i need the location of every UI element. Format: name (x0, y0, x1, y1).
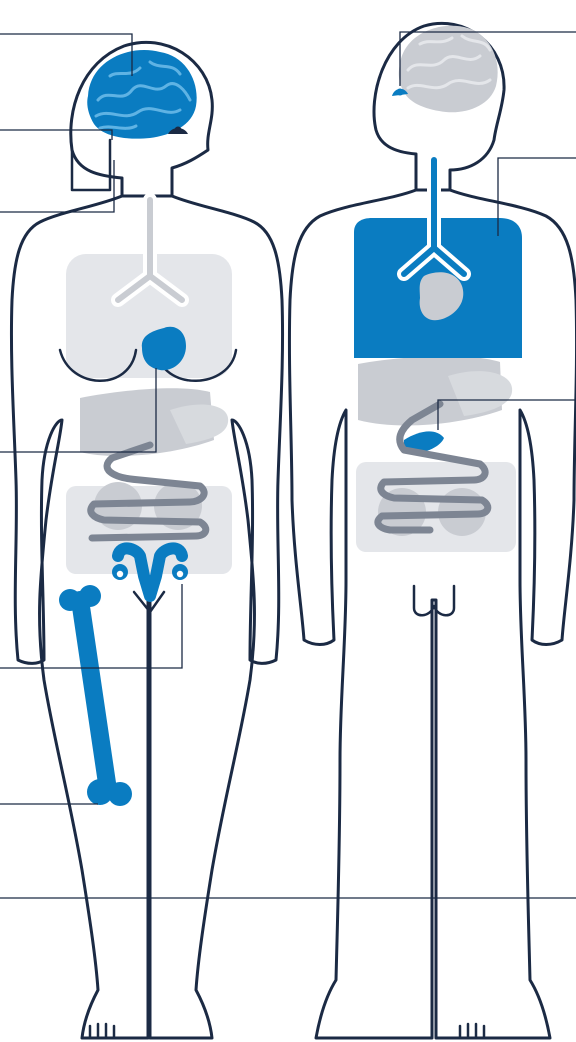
female-figure (11, 42, 282, 1038)
male-figure (289, 23, 576, 1038)
